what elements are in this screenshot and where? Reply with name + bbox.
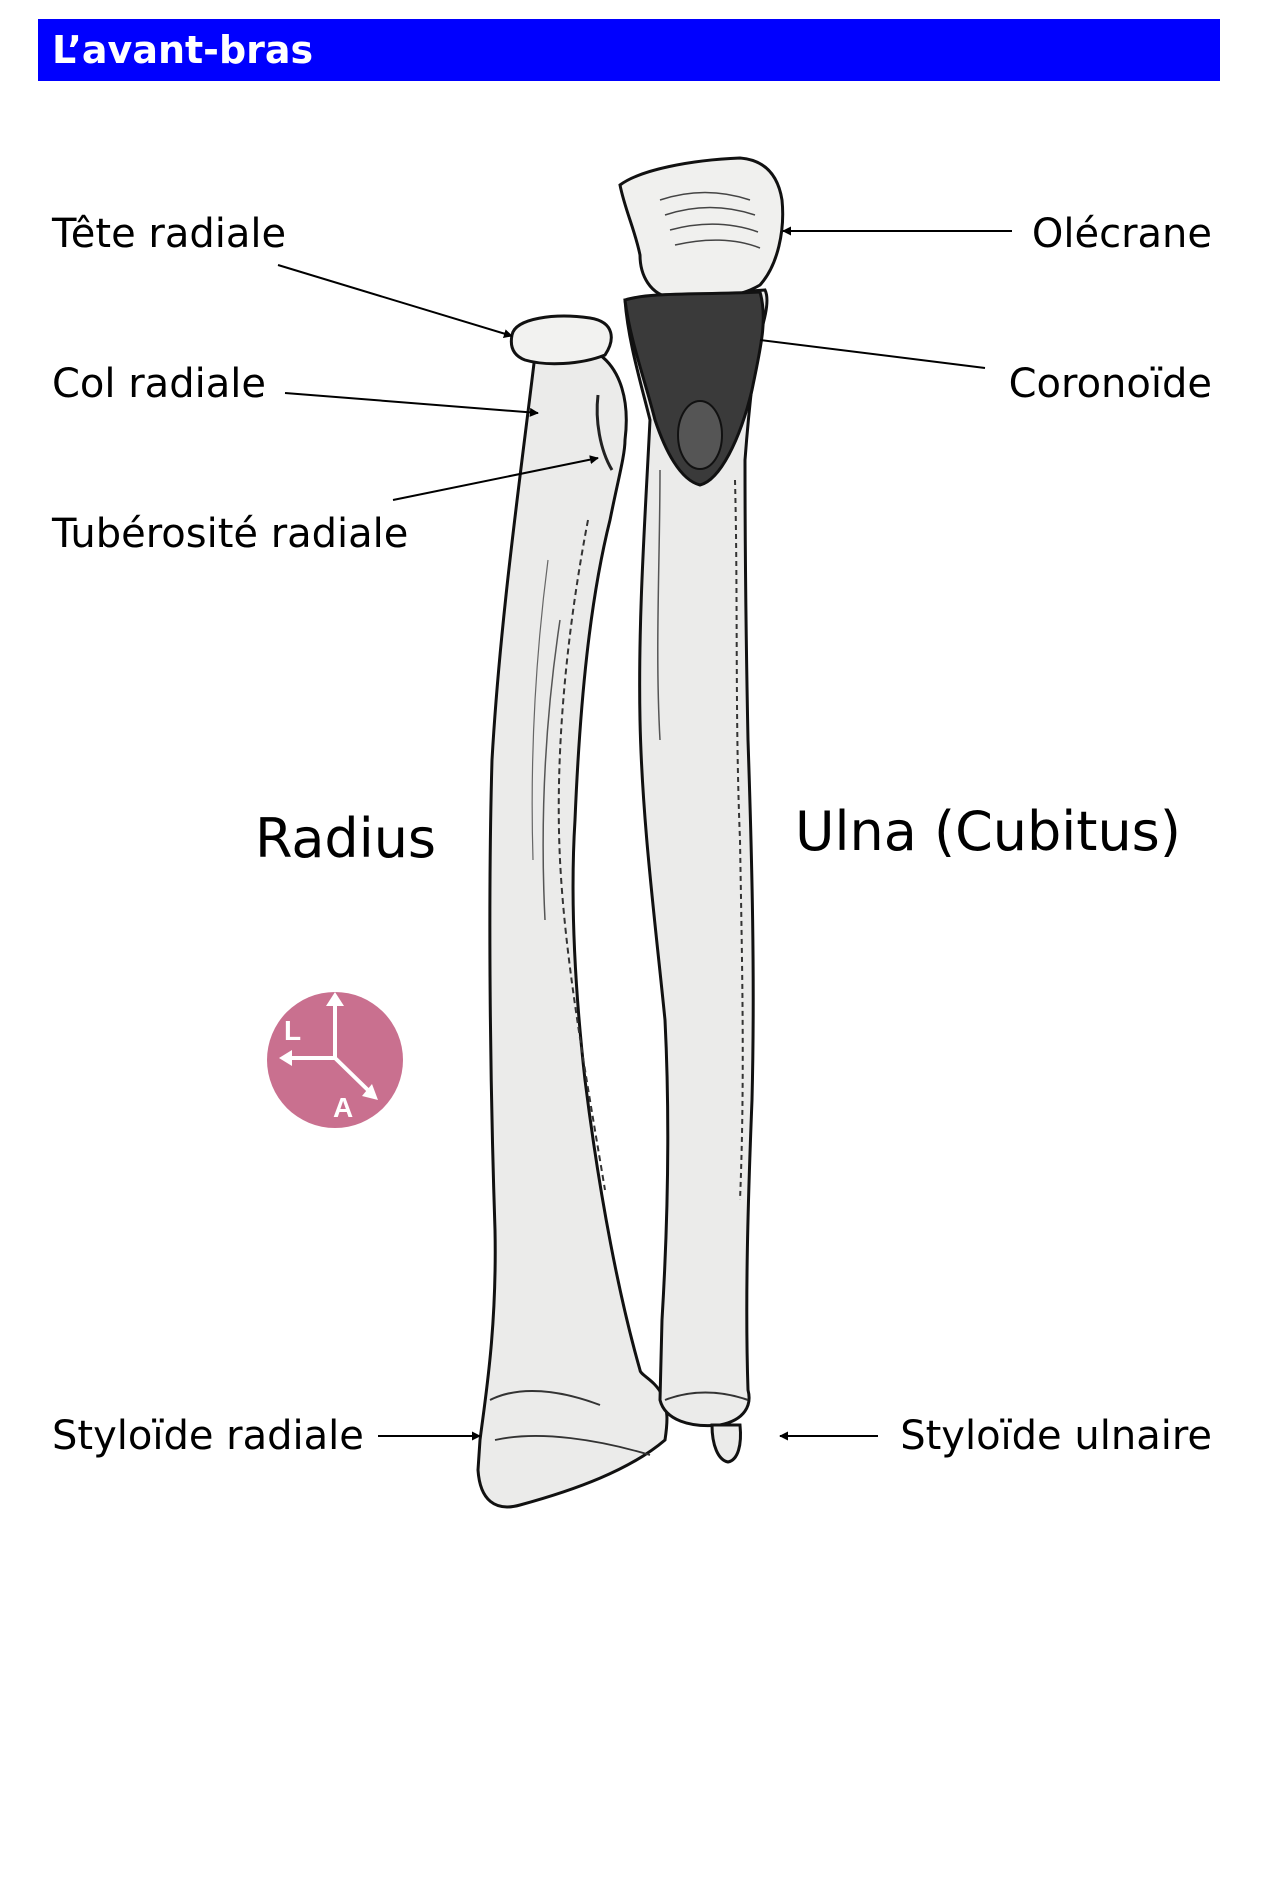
radius-head — [509, 314, 613, 366]
label-tuberosite-radiale: Tubérosité radiale — [52, 511, 409, 557]
leader-coronoide — [759, 339, 986, 369]
label-styloide-radiale: Styloïde radiale — [52, 1413, 364, 1459]
leader-tete-radiale — [277, 264, 513, 338]
axis-anterior-arrow — [333, 1056, 374, 1096]
ulna-olecranon — [618, 156, 785, 301]
axis-a-label: A — [333, 1092, 353, 1123]
label-tete-radiale: Tête radiale — [52, 211, 287, 257]
label-radius: Radius — [255, 807, 437, 870]
ulna-coronoid — [623, 290, 765, 487]
ulna-styloid-tip — [710, 1423, 742, 1464]
label-ulna: Ulna (Cubitus) — [795, 800, 1181, 863]
label-coronoide: Coronoïde — [1008, 361, 1212, 407]
ulna-shaft — [623, 288, 769, 1428]
label-col-radiale: Col radiale — [52, 361, 266, 407]
leader-tuberosite-radiale — [392, 455, 599, 501]
orientation-badge: L A — [267, 992, 403, 1128]
page-title: L’avant-bras — [38, 19, 1220, 81]
radius-bone — [476, 314, 669, 1509]
ulna-bone — [618, 156, 785, 1464]
label-styloide-ulnaire: Styloïde ulnaire — [900, 1413, 1212, 1459]
axis-l-label: L — [284, 1015, 301, 1046]
label-olecrane: Olécrane — [1031, 211, 1212, 257]
leader-col-radiale — [284, 392, 539, 417]
radius-shaft — [476, 353, 669, 1509]
